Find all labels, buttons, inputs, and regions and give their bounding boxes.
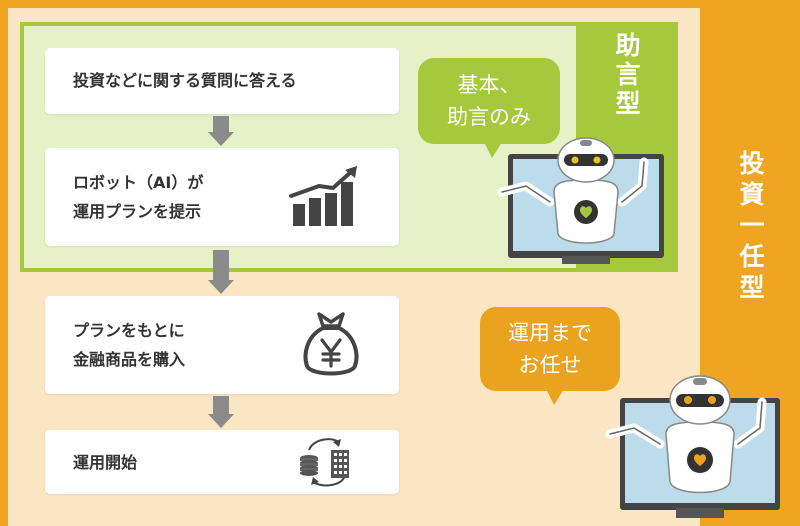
flow-arrow-2	[208, 250, 234, 294]
discretionary-speech-bubble: 運用まで お任せ	[480, 307, 620, 391]
bar-chart-icon	[289, 166, 357, 226]
advice-type-label: 助言型	[612, 32, 641, 119]
flow-arrow-3	[208, 396, 234, 428]
step-start-operation: 運用開始	[45, 430, 399, 494]
step-1-text: 投資などに関する質問に答える	[73, 71, 297, 90]
step-robot-proposes-plan: ロボット（AI）が 運用プランを提示	[45, 148, 399, 246]
step-4-text: 運用開始	[73, 453, 138, 472]
discretionary-bubble-tail	[546, 389, 564, 405]
advice-speech-bubble: 基本、 助言のみ	[418, 58, 560, 144]
advice-bubble-tail	[484, 142, 502, 158]
robot-monitor-illustration-2	[605, 375, 780, 518]
step-2-text: ロボット（AI）が 運用プランを提示	[73, 173, 204, 221]
money-bag-yen-icon	[303, 312, 359, 376]
discretionary-type-label: 投資一任型	[736, 150, 765, 305]
step-3-text: プランをもとに 金融商品を購入	[73, 321, 186, 369]
flow-arrow-1	[208, 116, 234, 146]
step-answer-questions: 投資などに関する質問に答える	[45, 48, 399, 114]
coins-building-cycle-icon	[300, 438, 349, 487]
step-purchase-products: プランをもとに 金融商品を購入	[45, 296, 399, 394]
robot-monitor-illustration	[497, 137, 664, 264]
